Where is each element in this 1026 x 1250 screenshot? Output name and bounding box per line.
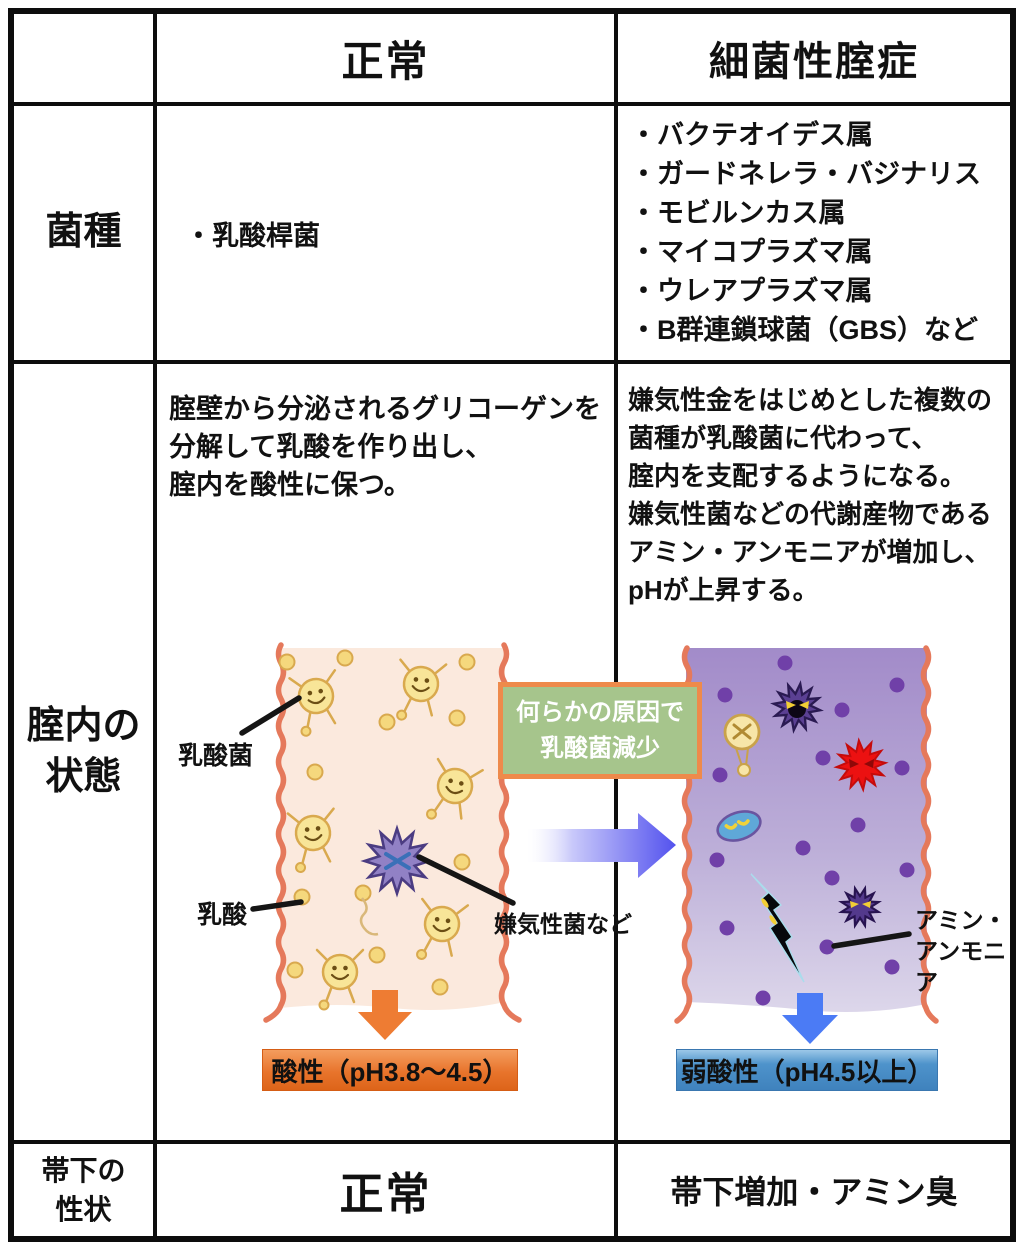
species-normal-cell: ・乳酸桿菌 xyxy=(157,106,614,360)
species-bv-cell: ・バクテオイデス属 ・ガードネレラ・バジナリス ・モビルンカス属 ・マイコプラズ… xyxy=(618,106,1010,360)
header-bv: 細菌性腟症 xyxy=(618,14,1010,102)
cause-callout: 何らかの原因で 乳酸菌減少 xyxy=(498,682,702,779)
row-label-discharge: 帯下の 性状 xyxy=(14,1144,153,1236)
lactobacillus-label: 乳酸菌 xyxy=(178,742,254,770)
row-label-state: 腟内の 状態 xyxy=(14,364,153,1140)
species-item: ・マイコプラズマ属 xyxy=(630,237,873,267)
discharge-bv-cell: 帯下増加・アミン臭 xyxy=(618,1144,1010,1236)
state-normal-description: 腟壁から分泌されるグリコーゲンを 分解して乳酸を作り出し、 腟内を酸性に保つ。 xyxy=(169,394,601,500)
weak-acidic-ph-banner: 弱酸性（pH4.5以上） xyxy=(676,1049,938,1091)
header-blank-cell xyxy=(14,14,153,102)
species-item: ・モビルンカス属 xyxy=(630,198,846,228)
species-item: ・ガードネレラ・バジナリス xyxy=(630,159,981,189)
anaerobes-label: 嫌気性菌など xyxy=(494,911,632,937)
species-item: ・B群連鎖球菌（GBS）など xyxy=(630,315,979,345)
header-normal: 正常 xyxy=(157,14,614,102)
acidic-ph-banner: 酸性（pH3.8〜4.5） xyxy=(262,1049,518,1091)
discharge-normal-cell: 正常 xyxy=(157,1144,614,1236)
row-label-species: 菌種 xyxy=(14,106,153,360)
species-item: ・バクテオイデス属 xyxy=(630,120,873,150)
amine-ammonia-label: アミン・ アンモニア xyxy=(915,907,1007,995)
state-bv-description: 嫌気性金をはじめとした複数の 菌種が乳酸菌に代わって、 腟内を支配するようになる… xyxy=(628,385,993,605)
species-item: ・ウレアプラズマ属 xyxy=(630,276,873,306)
lactic-acid-label: 乳酸 xyxy=(197,901,248,929)
